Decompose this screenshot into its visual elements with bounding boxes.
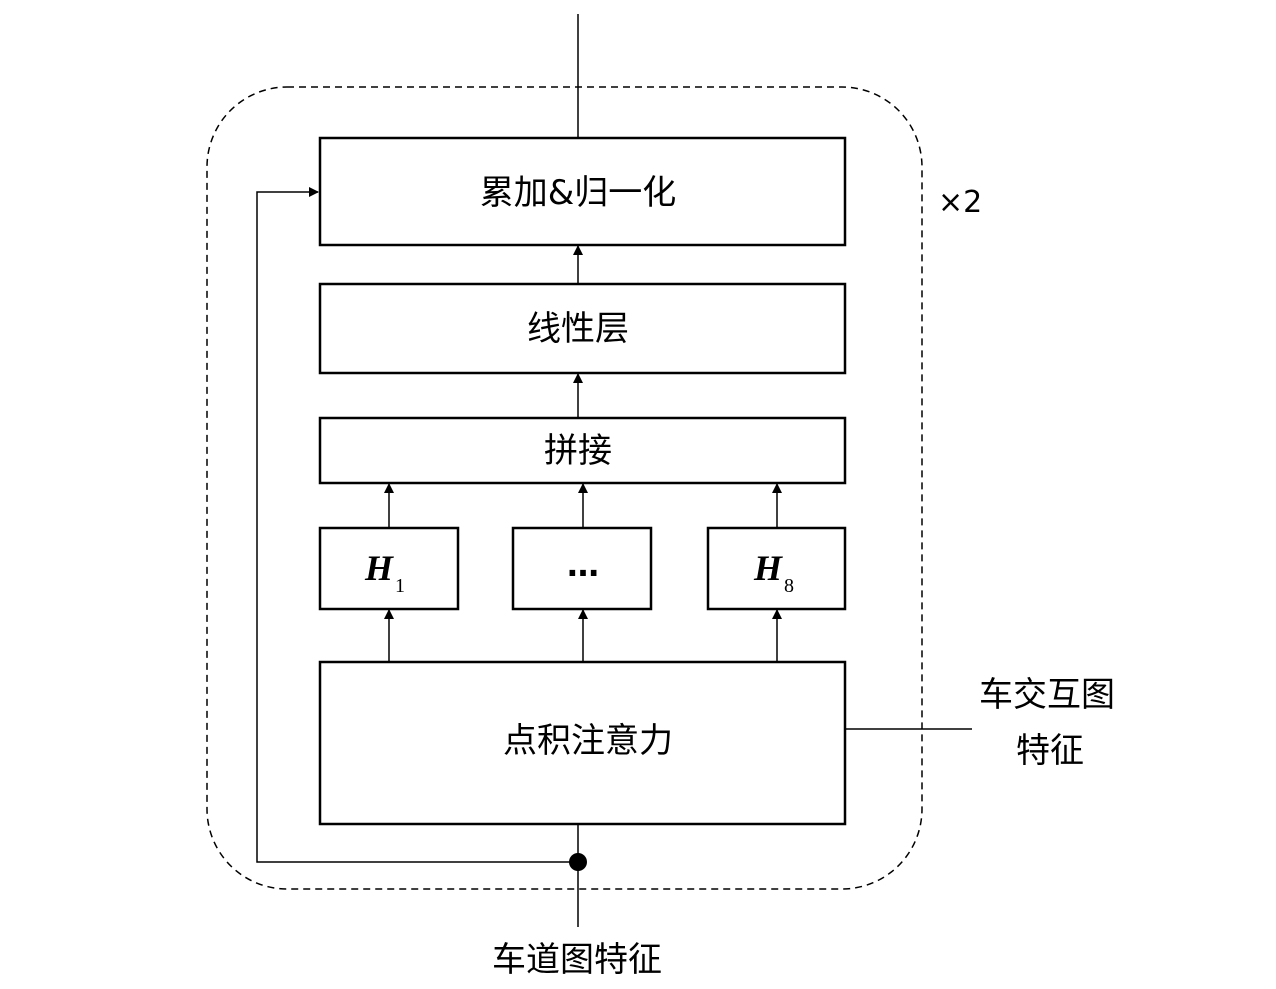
vehicle-interaction-label-line1: 车交互图 (979, 675, 1115, 715)
repeat-container (206, 86, 923, 890)
linear-block (318, 282, 847, 375)
vehicle-lane-label: 车道图特征 (492, 940, 662, 980)
concat-label: 拼接 (544, 431, 612, 471)
concat-block (318, 416, 847, 485)
head-middle-block (511, 526, 653, 611)
junction-dot (569, 853, 587, 871)
head-8-index: 8 (784, 575, 794, 597)
head-8-symbol: H (753, 548, 783, 588)
vehicle-interaction-label-line2: 特征 (1016, 731, 1084, 771)
head-1-block (318, 526, 460, 611)
residual-connection (256, 187, 578, 863)
add-norm-label: 累加&归一化 (480, 173, 677, 213)
head-1-symbol: H (364, 548, 394, 588)
attention-block (318, 660, 847, 826)
head-8-block (706, 526, 847, 611)
linear-label: 线性层 (527, 309, 629, 349)
repeat-count-label: ×2 (938, 185, 982, 220)
attention-label: 点积注意力 (503, 721, 673, 761)
head-middle-label: … (567, 546, 599, 584)
head-1-index: 1 (395, 575, 405, 597)
add-norm-block (318, 136, 847, 247)
